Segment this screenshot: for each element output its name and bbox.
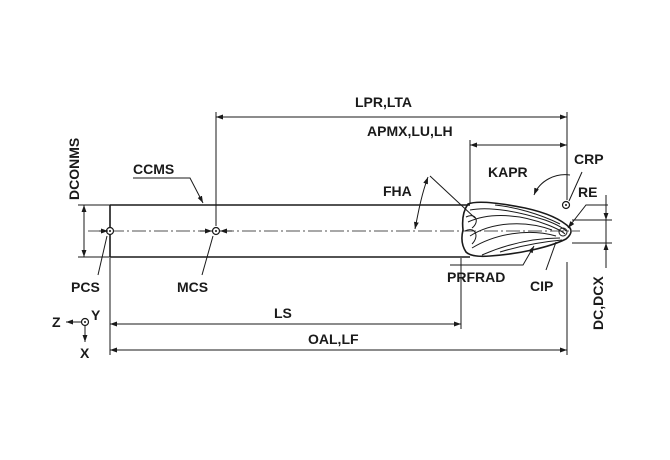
cip-leader xyxy=(545,241,557,271)
flute-lines xyxy=(464,204,567,256)
label-crp: CRP xyxy=(574,151,604,167)
label-dc-dcx: DC,DCX xyxy=(590,276,606,330)
dimension-lines xyxy=(78,112,612,355)
reference-points xyxy=(80,200,571,327)
label-prfrad: PRFRAD xyxy=(447,269,505,285)
axis-indicator xyxy=(66,319,88,342)
label-oal-lf: OAL,LF xyxy=(308,331,359,347)
label-kapr: KAPR xyxy=(488,164,528,180)
label-apmx-lu-lh: APMX,LU,LH xyxy=(367,123,453,139)
label-dconms: DCONMS xyxy=(66,138,82,200)
label-axis-y: Y xyxy=(91,307,101,323)
cutting-head-outline xyxy=(461,201,572,258)
label-ls: LS xyxy=(274,305,292,321)
label-lpr-lta: LPR,LTA xyxy=(355,94,412,110)
mcs-leader xyxy=(201,235,214,276)
prfrad-leader xyxy=(450,245,535,266)
kapr-arc xyxy=(533,174,571,196)
label-mcs: MCS xyxy=(177,279,208,295)
label-fha: FHA xyxy=(383,183,412,199)
tip-circle xyxy=(558,227,568,237)
fha-helix-line xyxy=(429,175,476,219)
label-axis-z: Z xyxy=(52,314,61,330)
label-re: RE xyxy=(578,184,597,200)
leader-lines xyxy=(97,171,608,276)
pcs-leader xyxy=(97,235,108,276)
ccms-leader xyxy=(133,177,204,204)
re-leader xyxy=(567,204,608,229)
label-pcs: PCS xyxy=(71,279,100,295)
crp-leader xyxy=(568,171,583,202)
label-ccms: CCMS xyxy=(133,161,174,177)
label-cip: CIP xyxy=(530,278,553,294)
end-mill-tool-body xyxy=(88,201,580,258)
label-axis-x: X xyxy=(80,345,90,361)
fha-arc xyxy=(413,176,429,230)
